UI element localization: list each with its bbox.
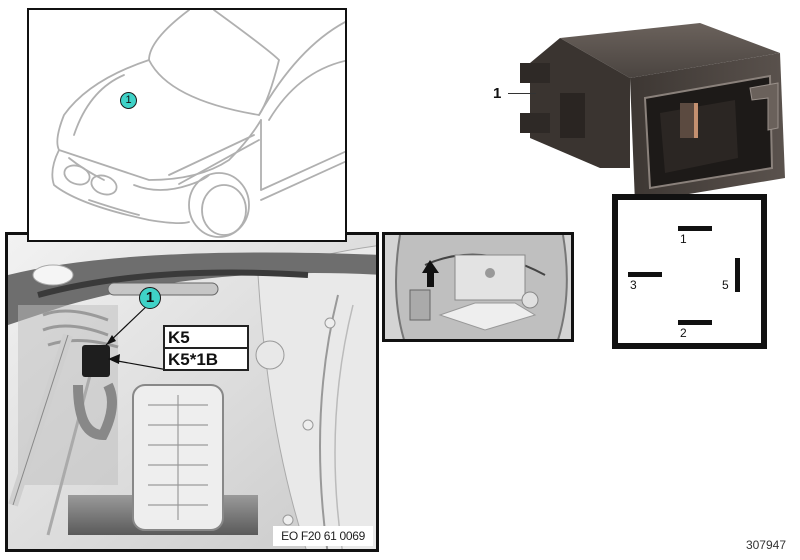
connector-pinout-diagram: 1 3 5 2 xyxy=(612,194,767,349)
locator-arrow-up-icon xyxy=(422,260,439,287)
engine-bay-photo: 1 K5 K5*1B EO F20 61 0069 xyxy=(5,232,379,552)
pin-1-label: 1 xyxy=(680,232,687,246)
engine-bay-illustration xyxy=(8,235,376,549)
pin-5-terminal xyxy=(735,258,740,292)
callout-1-engine-bay: 1 xyxy=(139,287,161,309)
pin-3-label: 3 xyxy=(630,278,637,292)
pin-5-label: 5 xyxy=(722,278,729,292)
pin-3-terminal xyxy=(628,272,662,277)
relay-k5 xyxy=(82,345,110,377)
callout-1-vehicle: 1 xyxy=(120,92,137,109)
component-label-k5: K5 xyxy=(163,325,249,349)
part-leader-line xyxy=(508,93,536,94)
connector-label-k5-1b: K5*1B xyxy=(163,347,249,371)
pin-1-terminal xyxy=(678,226,712,231)
connector-part-image xyxy=(520,18,800,203)
engine-bay-locator-inset xyxy=(382,232,574,342)
car-outline-illustration xyxy=(51,10,345,238)
vehicle-locator-view: 1 xyxy=(27,8,347,242)
part-callout-1: 1 xyxy=(493,85,502,102)
pin-2-terminal xyxy=(678,320,712,325)
pin-2-label: 2 xyxy=(680,326,687,340)
document-number: 307947 xyxy=(745,538,786,552)
image-code: EO F20 61 0069 xyxy=(273,526,373,546)
